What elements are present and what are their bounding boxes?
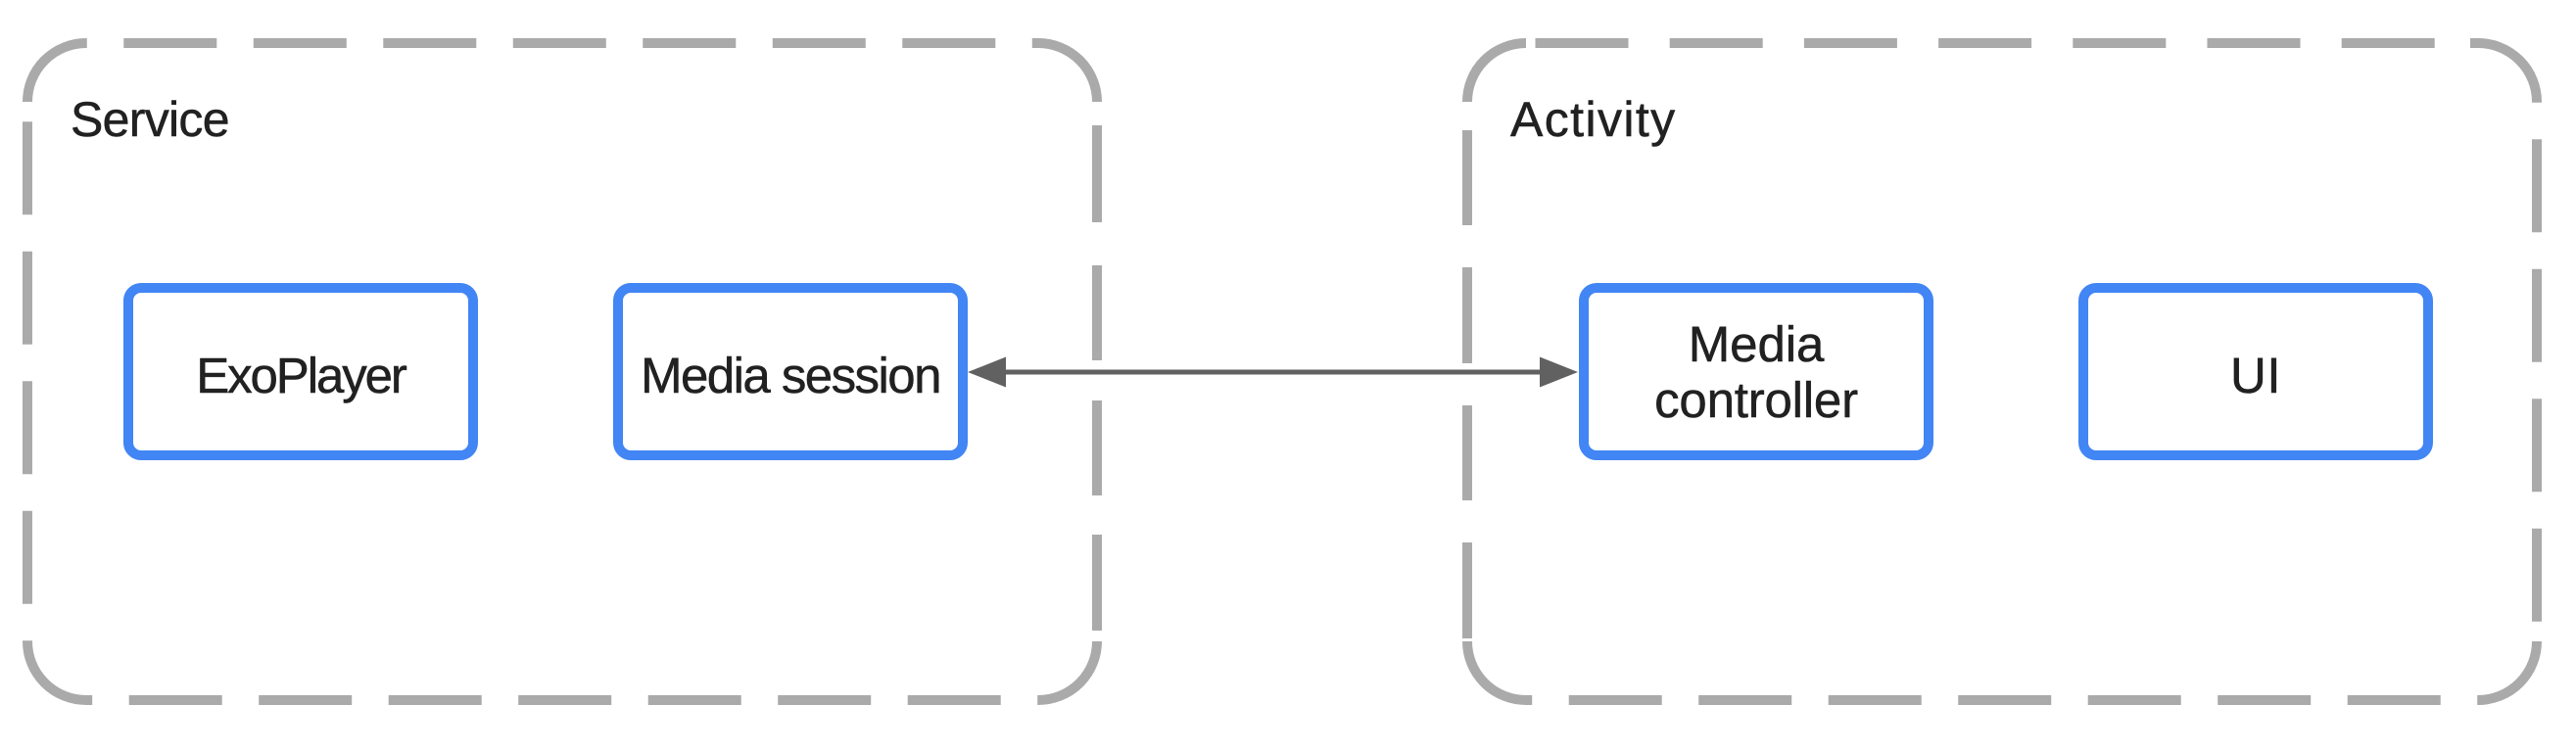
svg-text:controller: controller (1654, 372, 1858, 428)
svg-text:ExoPlayer: ExoPlayer (196, 348, 407, 403)
svg-text:UI: UI (2230, 348, 2281, 403)
svg-text:Service: Service (71, 92, 229, 147)
svg-text:Media: Media (1689, 316, 1825, 372)
svg-text:Activity: Activity (1510, 92, 1677, 147)
svg-text:Media session: Media session (641, 348, 940, 403)
